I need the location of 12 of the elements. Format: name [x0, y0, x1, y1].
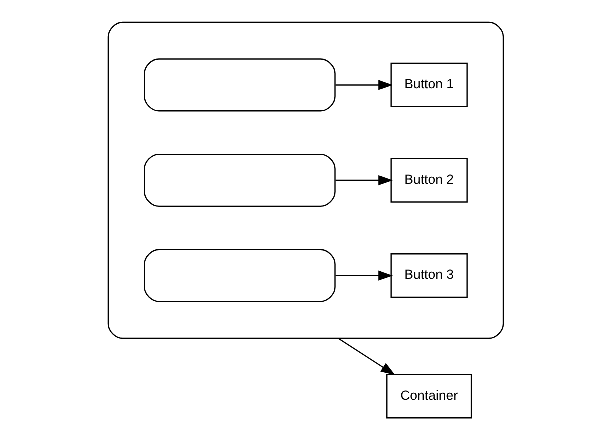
arrow: [338, 338, 396, 376]
cluster: [108, 22, 504, 340]
arrow: [336, 270, 394, 281]
arrow: [336, 175, 394, 186]
node-box: Button 1: [390, 62, 468, 108]
node-box: [144, 58, 336, 112]
arrow: [336, 80, 394, 90]
node-box: [144, 249, 336, 302]
node-box: Button 3: [390, 254, 468, 298]
node-box: Button 2: [390, 158, 468, 203]
node-box: Container: [386, 374, 472, 419]
node-box: [144, 154, 336, 208]
